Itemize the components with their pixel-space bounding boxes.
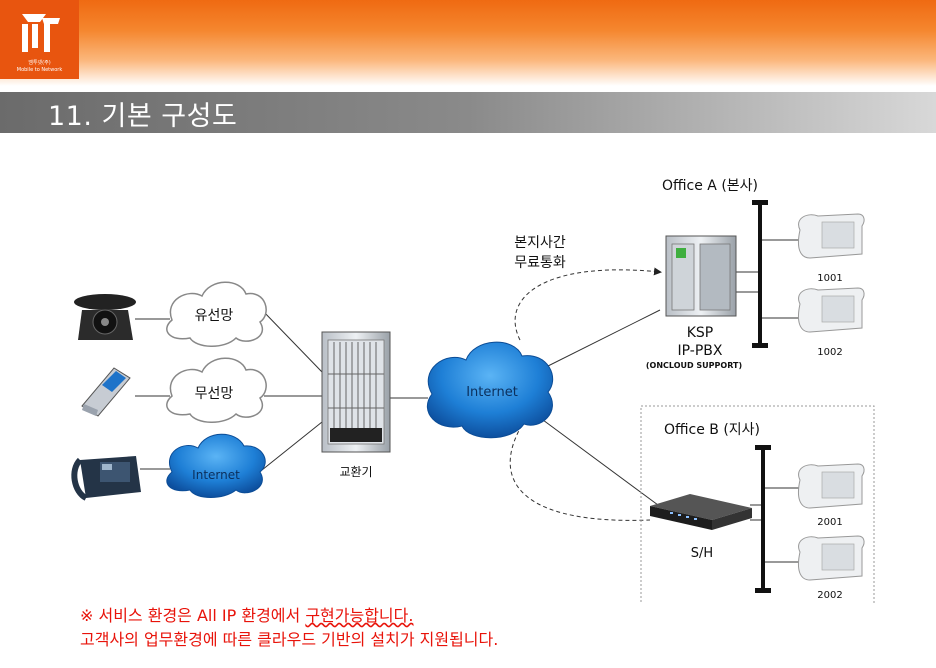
wireless-network-cloud: 무선망 bbox=[166, 357, 267, 423]
wired-network-label: 유선망 bbox=[195, 308, 234, 324]
office-a-title: Office A (본사) bbox=[662, 178, 758, 194]
switch-hub-icon bbox=[650, 494, 752, 530]
phone-1001-label: 1001 bbox=[817, 273, 842, 284]
internet-center-label: Internet bbox=[466, 385, 518, 400]
footer-note-2: 고객사의 업무환경에 따른 클라우드 기반의 설치가 지원됩니다. bbox=[80, 630, 499, 649]
logo-tagline: Mobile to Network bbox=[16, 67, 63, 73]
footer-note-1-highlight: 구현가능합니다. bbox=[305, 606, 414, 625]
ksp-server-icon bbox=[665, 235, 737, 317]
free-call-label-2: 무료통화 bbox=[514, 255, 566, 271]
phone-1002-label: 1002 bbox=[817, 347, 842, 358]
page-title: 11. 기본 구성도 bbox=[48, 101, 238, 132]
logo-company-name: 엠투넷(주) bbox=[28, 60, 51, 66]
header-banner bbox=[0, 0, 936, 86]
office-a-bus bbox=[758, 200, 762, 348]
server-label-ksp: KSP bbox=[687, 325, 714, 341]
wireless-network-label: 무선망 bbox=[195, 386, 234, 402]
rotary-phone-icon bbox=[74, 294, 136, 340]
ip-phone-2001-icon bbox=[797, 463, 865, 509]
company-logo: 엠투넷(주) Mobile to Network bbox=[0, 0, 79, 79]
free-call-label-1: 본지사간 bbox=[514, 235, 566, 251]
section-title-bar: 11. 기본 구성도 bbox=[0, 92, 936, 133]
internet-left-label: Internet bbox=[192, 468, 240, 482]
ip-phone-1002-icon bbox=[797, 287, 865, 333]
server-note: (ONCLOUD SUPPORT) bbox=[646, 361, 742, 370]
office-b-boundary bbox=[640, 405, 875, 603]
footer-note-1-prefix: ※ 서비스 환경은 All IP 환경에서 bbox=[80, 606, 306, 625]
office-b-title: Office B (지사) bbox=[664, 422, 760, 438]
wired-network-cloud: 유선망 bbox=[166, 281, 267, 347]
phone-2002-label: 2002 bbox=[817, 590, 842, 601]
branch-path bbox=[509, 424, 651, 521]
mobile-phone-icon bbox=[81, 367, 131, 417]
free-call-path bbox=[514, 267, 662, 341]
switch-label: S/H bbox=[691, 546, 713, 561]
network-diagram: 유선망 무선망 Internet 교환기 Internet 본지사간 무료통화 … bbox=[71, 178, 875, 603]
ip-phone-1001-icon bbox=[797, 213, 865, 259]
internet-cloud-left: Internet bbox=[166, 433, 266, 498]
desk-phone-icon bbox=[71, 456, 141, 501]
exchange-label: 교환기 bbox=[339, 465, 372, 479]
ip-phone-2002-icon bbox=[797, 535, 865, 581]
internet-cloud-center: Internet bbox=[426, 341, 554, 439]
office-b-bus bbox=[761, 445, 765, 593]
server-label-ippbx: IP-PBX bbox=[678, 343, 723, 359]
logo-mark-icon bbox=[22, 14, 60, 52]
connection-lines bbox=[135, 239, 800, 563]
footer-note-1: ※ 서비스 환경은 All IP 환경에서 구현가능합니다. bbox=[80, 602, 413, 626]
phone-2001-label: 2001 bbox=[817, 517, 842, 528]
exchange-rack-icon bbox=[321, 331, 391, 453]
